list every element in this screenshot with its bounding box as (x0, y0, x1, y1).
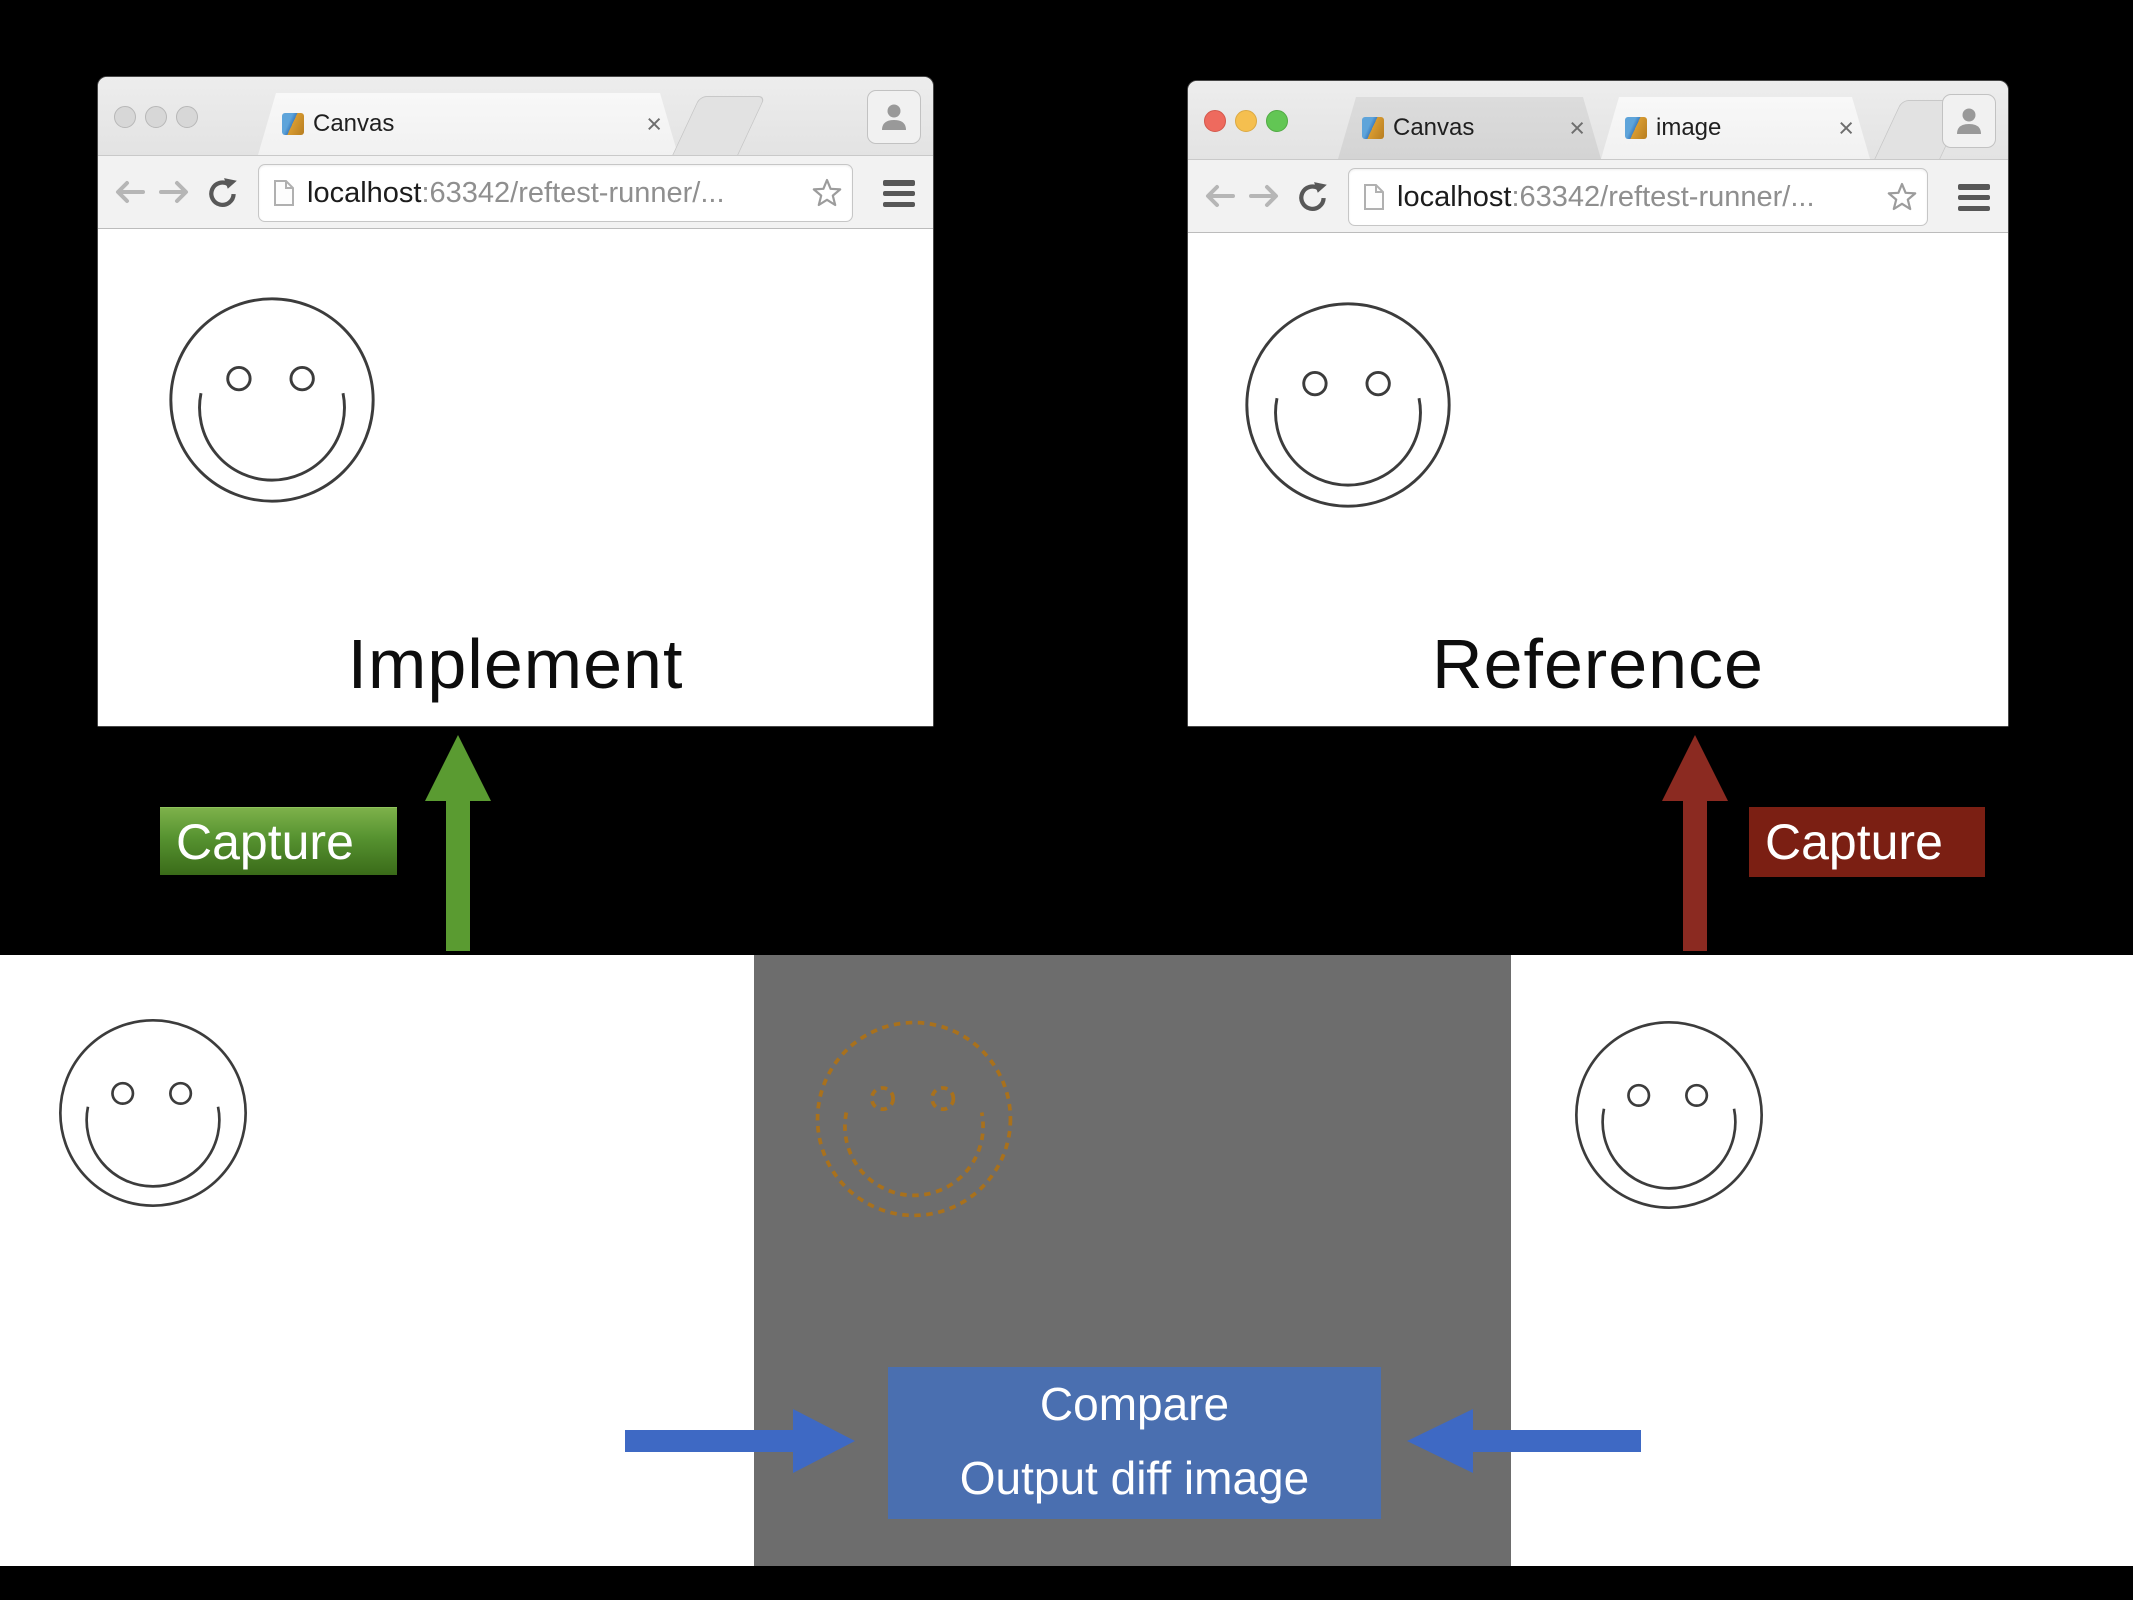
bookmark-star-icon[interactable] (812, 178, 842, 208)
url-host: localhost (1397, 180, 1512, 213)
close-icon[interactable]: × (1569, 112, 1585, 143)
window-titlebar: Canvas × (98, 77, 933, 155)
address-bar[interactable]: localhost:63342/reftest-runner/... (1348, 168, 1928, 226)
compare-box: Compare Output diff image (888, 1367, 1381, 1519)
capture-label-reference: Capture (1749, 807, 1985, 877)
zoom-window-button[interactable] (176, 106, 198, 128)
forward-icon[interactable] (1248, 183, 1282, 209)
menu-icon[interactable] (1958, 184, 1990, 211)
profile-button[interactable] (1942, 94, 1996, 148)
url-path: :63342/reftest-runner/... (1511, 180, 1815, 213)
reload-icon[interactable] (1296, 180, 1330, 214)
compare-arrow-left (625, 1409, 855, 1473)
back-icon[interactable] (1202, 183, 1236, 209)
smiley-captured-implement (59, 1019, 247, 1207)
tab-title: image (1656, 114, 1722, 141)
new-tab-button[interactable] (672, 96, 766, 155)
tab-title: Canvas (313, 110, 395, 137)
tab-favicon-icon (1362, 117, 1384, 139)
tab-image[interactable]: image × (1601, 97, 1870, 159)
browser-toolbar: localhost:63342/reftest-runner/... (98, 155, 933, 229)
avatar-icon (882, 104, 906, 130)
close-window-button[interactable] (1204, 110, 1226, 132)
reload-icon[interactable] (206, 176, 240, 210)
close-icon[interactable]: × (646, 108, 662, 139)
tab-canvas[interactable]: Canvas × (1338, 97, 1601, 159)
smiley-diff-outline (815, 1020, 1013, 1218)
capture-label-implement: Capture (160, 807, 397, 875)
url-text: localhost:63342/reftest-runner/... (307, 177, 812, 210)
profile-button[interactable] (867, 90, 921, 144)
capture-arrow-reference (1662, 735, 1728, 951)
url-text: localhost:63342/reftest-runner/... (1397, 181, 1887, 214)
tab-favicon-icon (1625, 117, 1647, 139)
compare-line-2: Output diff image (959, 1452, 1310, 1504)
url-path: :63342/reftest-runner/... (421, 176, 725, 209)
minimize-window-button[interactable] (1235, 110, 1257, 132)
captured-implement-panel (0, 955, 754, 1566)
captured-reference-panel (1511, 955, 2133, 1566)
compare-arrow-right (1407, 1409, 1641, 1473)
smiley-reference (1245, 302, 1451, 508)
forward-icon[interactable] (158, 179, 192, 205)
menu-icon[interactable] (883, 180, 915, 207)
tab-title: Canvas (1393, 114, 1475, 141)
smiley-implement (169, 297, 375, 503)
page-icon (1364, 184, 1384, 210)
page-icon (274, 180, 294, 206)
close-icon[interactable]: × (1838, 112, 1854, 143)
minimize-window-button[interactable] (145, 106, 167, 128)
back-icon[interactable] (112, 179, 146, 205)
traffic-lights (114, 106, 198, 128)
browser-window-implement: Canvas × (98, 77, 933, 726)
avatar-icon (1957, 108, 1981, 134)
browser-window-reference: Canvas × image × (1188, 81, 2008, 726)
reference-caption: Reference (1432, 625, 1764, 703)
compare-line-1: Compare (1039, 1378, 1230, 1430)
address-bar[interactable]: localhost:63342/reftest-runner/... (258, 164, 853, 222)
close-window-button[interactable] (114, 106, 136, 128)
url-host: localhost (307, 176, 422, 209)
zoom-window-button[interactable] (1266, 110, 1288, 132)
window-titlebar: Canvas × image × (1188, 81, 2008, 159)
implement-page-content: Implement (98, 229, 933, 726)
smiley-captured-reference (1575, 1021, 1763, 1209)
traffic-lights (1204, 110, 1288, 132)
bookmark-star-icon[interactable] (1887, 182, 1917, 212)
reference-page-content: Reference (1188, 233, 2008, 726)
implement-caption: Implement (347, 625, 684, 703)
tab-canvas[interactable]: Canvas × (258, 93, 678, 155)
tab-favicon-icon (282, 113, 304, 135)
capture-arrow-implement (425, 735, 491, 951)
browser-toolbar: localhost:63342/reftest-runner/... (1188, 159, 2008, 233)
